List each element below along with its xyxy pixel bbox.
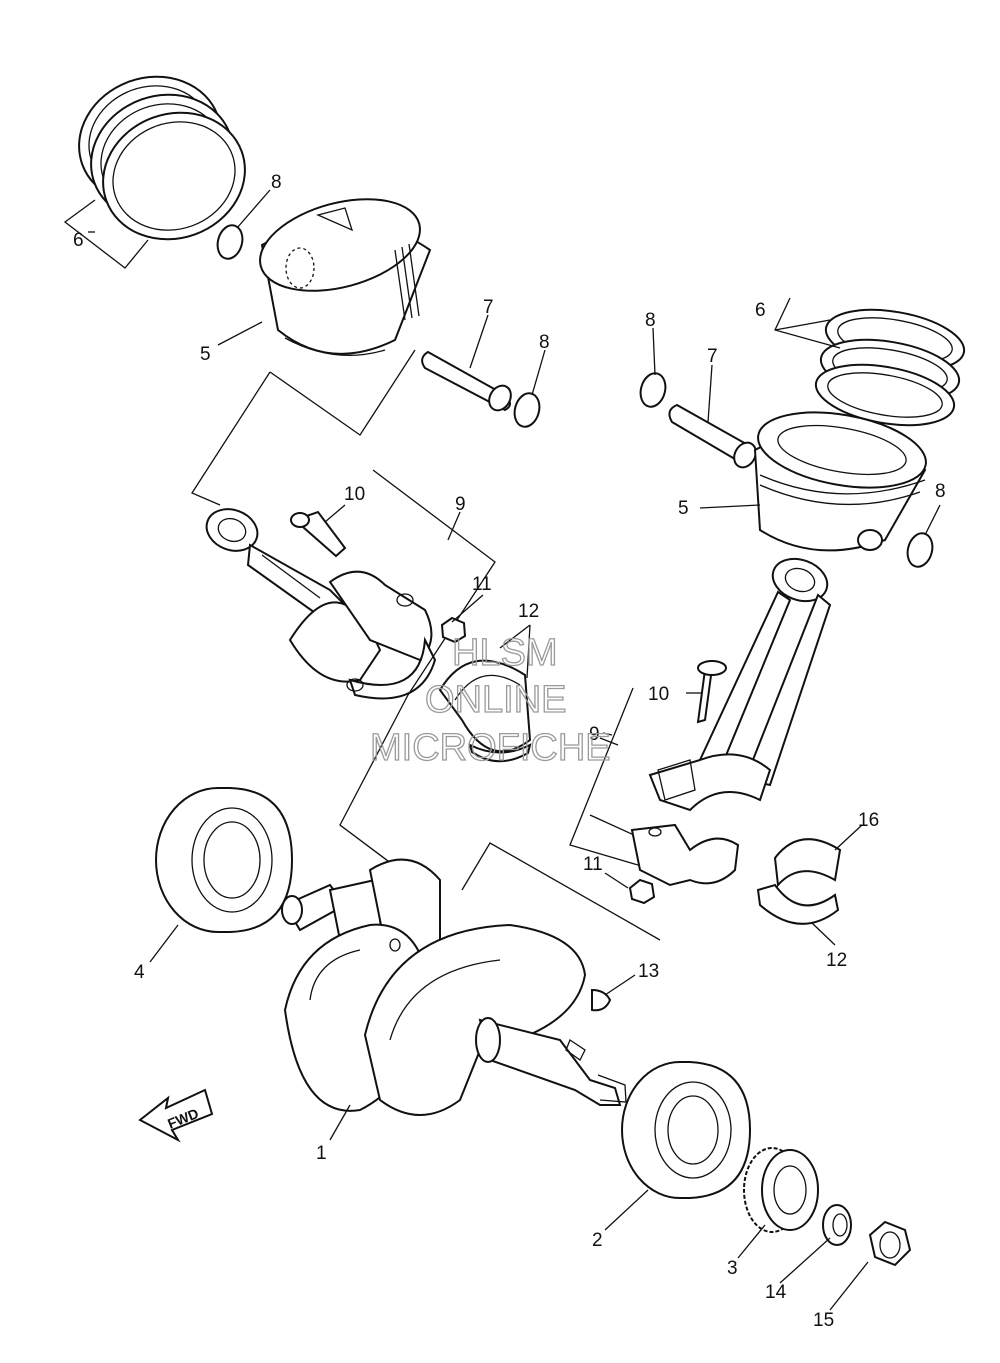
crank-bearing-left[interactable] <box>438 659 532 763</box>
washer[interactable] <box>822 1204 852 1246</box>
callout-11-right: 11 <box>583 854 603 875</box>
callout-7-right: 7 <box>707 346 718 367</box>
conrod-nut-left[interactable] <box>440 616 467 644</box>
watermark-line-1: HLSM <box>452 632 558 674</box>
callout-14: 14 <box>765 1282 787 1303</box>
callout-9-right: 9 <box>589 724 600 745</box>
callout-8-right-outer: 8 <box>645 310 656 331</box>
piston-rings-right[interactable] <box>811 300 969 434</box>
callout-12-right: 12 <box>826 950 847 971</box>
callout-7-left: 7 <box>483 297 494 318</box>
conrod-cap-right[interactable] <box>630 823 740 887</box>
callout-3: 3 <box>727 1258 738 1279</box>
callout-6-right: 6 <box>755 300 766 321</box>
watermark-line-2: ONLINE <box>425 679 566 721</box>
callout-4: 4 <box>134 962 145 983</box>
crank-bearing-right-lower[interactable] <box>756 883 840 925</box>
piston-pin-right[interactable] <box>668 403 760 471</box>
conrod-nut-right[interactable] <box>628 878 656 905</box>
watermark-line-3: MICROFICHE <box>370 727 611 769</box>
piston-right[interactable] <box>752 401 932 552</box>
crankshaft[interactable] <box>281 858 627 1116</box>
conrod-bolt-left[interactable] <box>290 510 347 558</box>
callout-8-right-inner: 8 <box>935 481 946 502</box>
callout-2: 2 <box>592 1230 603 1251</box>
callout-1: 1 <box>316 1143 327 1164</box>
callout-8-left-inner: 8 <box>539 332 550 353</box>
conrod-bolt-right[interactable] <box>696 660 727 724</box>
connecting-rod-right[interactable] <box>648 552 833 812</box>
circlip-right-outer[interactable] <box>637 370 669 409</box>
callout-10-left: 10 <box>344 484 365 505</box>
callout-13: 13 <box>638 961 659 982</box>
crankshaft-nut[interactable] <box>868 1220 912 1267</box>
circlip-right-inner[interactable] <box>904 530 936 569</box>
callout-16: 16 <box>858 810 879 831</box>
primary-drive-gear[interactable] <box>743 1147 819 1233</box>
piston-pin-left[interactable] <box>421 350 515 414</box>
circlip-left-inner[interactable] <box>511 390 543 429</box>
callout-8-left-outer: 8 <box>271 172 282 193</box>
callout-11-left: 11 <box>472 574 492 595</box>
callout-15: 15 <box>813 1310 834 1331</box>
callout-10-right: 10 <box>648 684 669 705</box>
crankshaft-bearing-left[interactable] <box>155 787 294 933</box>
piston-rings-left[interactable] <box>61 57 263 259</box>
callout-12-left: 12 <box>518 601 539 622</box>
piston-left[interactable] <box>250 183 432 357</box>
crankshaft-bearing-right[interactable] <box>621 1061 752 1199</box>
watermark: HLSM ONLINE MICROFICHE <box>369 631 611 769</box>
callout-5-left: 5 <box>200 344 211 365</box>
callout-5-right: 5 <box>678 498 689 519</box>
forward-arrow-icon: FWD <box>138 1088 214 1143</box>
callout-9-left: 9 <box>455 494 466 515</box>
circlip-left-outer[interactable] <box>214 222 246 261</box>
callout-6-left: 6 <box>73 230 84 251</box>
connecting-rod-left[interactable] <box>201 502 437 700</box>
crank-bearing-right-upper[interactable] <box>773 838 842 888</box>
